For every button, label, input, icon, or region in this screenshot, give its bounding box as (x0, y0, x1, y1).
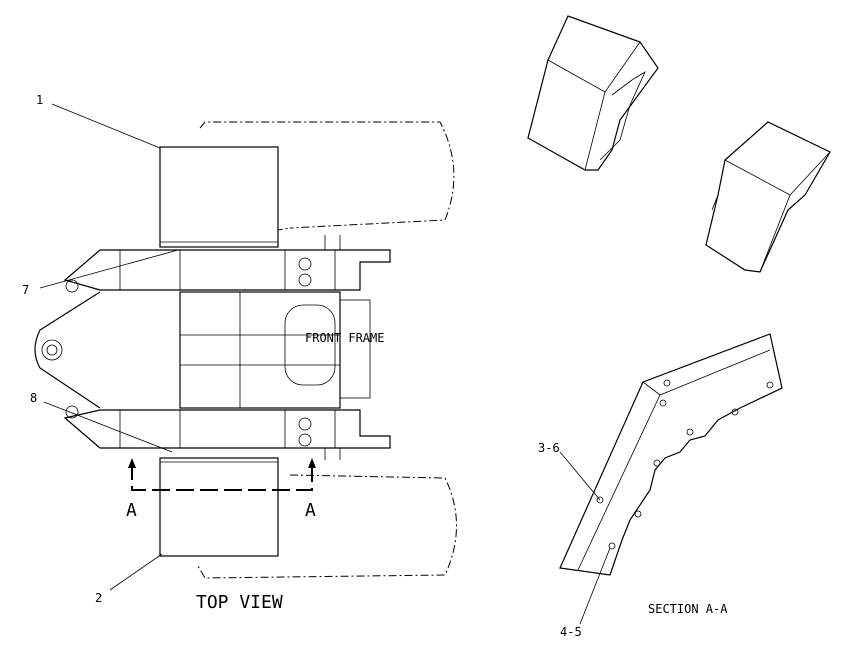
lower-tire-outline (197, 474, 457, 579)
section-mark-right: A (305, 500, 316, 521)
callout-2: 2 (95, 591, 102, 605)
callout-1: 1 (36, 93, 43, 107)
front-frame-label: FRONT FRAME (305, 331, 384, 345)
section-cut-line (128, 458, 316, 491)
upper-fender-panel (159, 146, 279, 248)
callout-3-6: 3-6 (538, 441, 560, 455)
section-mark-left: A (126, 500, 137, 521)
lower-fender-panel (159, 457, 279, 557)
callout-4-5: 4-5 (560, 625, 582, 639)
callout-7: 7 (22, 283, 29, 297)
section-label: SECTION A-A (648, 602, 728, 616)
callout-8: 8 (30, 391, 37, 405)
leader-lines (39, 103, 611, 625)
top-view-label: TOP VIEW (196, 592, 283, 613)
fender-iso-view-right (705, 121, 831, 273)
section-a-a-detail (559, 333, 783, 576)
fender-iso-view-left (527, 15, 659, 171)
front-frame (34, 235, 391, 460)
